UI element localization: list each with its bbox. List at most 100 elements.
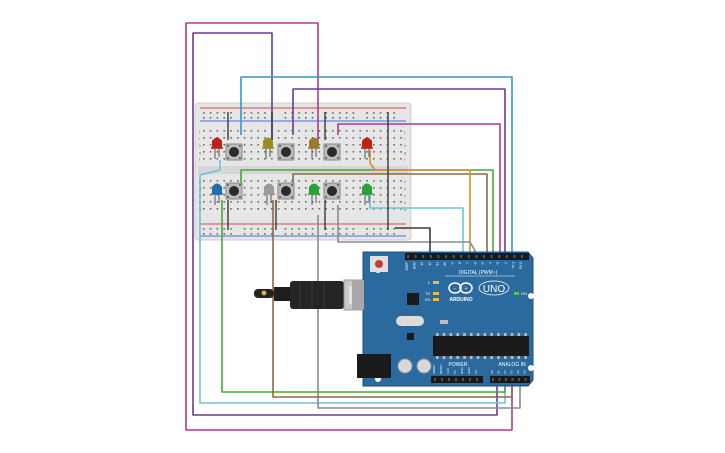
- digital-pin-label: 13: [420, 262, 424, 266]
- digital-pin-label: 8: [458, 262, 462, 264]
- mounting-hole: [528, 293, 534, 299]
- pushbuttons: [225, 143, 341, 200]
- led-l: [433, 281, 439, 284]
- digital-pin-label: ~10: [443, 262, 447, 268]
- pushbutton[interactable]: [277, 143, 295, 161]
- led[interactable]: [262, 137, 274, 160]
- pushbutton[interactable]: [225, 182, 243, 200]
- row-letter: d: [404, 186, 406, 191]
- atmega-chip: [433, 336, 529, 356]
- led[interactable]: [211, 137, 223, 160]
- arduino-logo: − +: [448, 282, 473, 294]
- digital-pin-label: GND: [413, 261, 417, 269]
- led-rx-label: RX: [425, 297, 431, 302]
- analog-pin-label: A3: [510, 370, 514, 374]
- capacitor: [397, 358, 413, 374]
- pushbutton[interactable]: [323, 182, 341, 200]
- row-letter: c: [404, 193, 406, 198]
- on-led: [514, 292, 519, 295]
- wire-magenta-top: [337, 123, 501, 256]
- wire-cyan-right: [369, 195, 464, 256]
- led[interactable]: [211, 183, 223, 206]
- led[interactable]: [361, 183, 373, 206]
- analog-header: [490, 376, 530, 383]
- digital-pin-label: RX 0: [519, 262, 523, 269]
- led-tx-label: TX: [425, 291, 430, 296]
- wire-gray-bottom: [317, 215, 521, 409]
- leds-top: [211, 137, 373, 160]
- wire-purple-left: [192, 32, 498, 416]
- led-l-label: L: [428, 280, 431, 285]
- model-label: UNO: [483, 284, 505, 295]
- digital-pin-label: 2: [504, 262, 508, 264]
- wire-green-top: [240, 169, 494, 256]
- pushbutton[interactable]: [225, 143, 243, 161]
- capacitor: [416, 358, 432, 374]
- wire-blue-top: [240, 76, 513, 256]
- power-pin-label: RESET: [439, 364, 443, 374]
- digital-pin-label: 12: [428, 262, 432, 266]
- leds-bottom: [211, 183, 373, 206]
- pushbutton[interactable]: [277, 182, 295, 200]
- power-pin-label: GND: [467, 367, 471, 375]
- analog-pin-label: A0: [490, 370, 494, 374]
- row-letter: h: [199, 143, 201, 148]
- led[interactable]: [308, 183, 320, 206]
- led-tx: [433, 292, 439, 295]
- power-pin-label: 3.3V: [446, 368, 450, 374]
- row-letter: b: [404, 200, 407, 205]
- row-letter: a: [404, 207, 407, 212]
- row-letter: j: [403, 129, 405, 134]
- wire-orange: [369, 150, 471, 256]
- analog-pin-label: A1: [497, 370, 501, 374]
- led[interactable]: [308, 137, 320, 160]
- row-letter: e: [404, 179, 407, 184]
- pushbutton[interactable]: [323, 143, 341, 161]
- row-letter: g: [199, 150, 201, 155]
- chip-pins: [436, 333, 527, 359]
- wire-magenta-outer: [185, 22, 513, 431]
- analog-header-label: ANALOG IN: [498, 362, 526, 368]
- power-header-label: POWER: [449, 362, 468, 368]
- power-jack: [357, 354, 391, 378]
- digital-pin-label: ~11: [435, 262, 439, 267]
- usb-port: [352, 280, 364, 310]
- digital-pin-label: AREF: [405, 262, 409, 271]
- digital-header: [405, 253, 529, 260]
- usb-chip: [407, 293, 419, 305]
- digital-header-label: DIGITAL (PWM~): [459, 270, 498, 276]
- wire-brown-bottom: [272, 200, 513, 398]
- row-letter: c: [199, 193, 201, 198]
- analog-pin-label: A2: [503, 370, 507, 374]
- led[interactable]: [263, 183, 275, 206]
- wire-cyan: [199, 160, 506, 404]
- svg-text:+: +: [465, 286, 468, 292]
- row-letter: i: [404, 136, 405, 141]
- mounting-hole: [528, 365, 534, 371]
- power-pin-label: Vin: [474, 369, 478, 374]
- wire-gnd: [395, 227, 431, 256]
- on-label: ON: [521, 291, 527, 296]
- led[interactable]: [361, 137, 373, 160]
- digital-pin-label: ~6: [473, 262, 477, 266]
- digital-pin-label: ~9: [451, 262, 455, 266]
- row-letter: i: [199, 136, 200, 141]
- digital-pin-label: ~3: [496, 262, 500, 266]
- row-letter: a: [199, 207, 202, 212]
- wire-brown-top: [292, 173, 488, 256]
- row-letter: e: [199, 179, 202, 184]
- digital-pin-label: 4: [489, 262, 493, 264]
- digital-pin-label: ~5: [481, 262, 485, 266]
- power-pin-label: IOREF: [432, 365, 436, 374]
- svg-text:−: −: [454, 286, 457, 292]
- row-letter: b: [199, 200, 202, 205]
- crystal: [396, 316, 424, 326]
- row-letter: h: [404, 143, 406, 148]
- row-letter: j: [198, 129, 200, 134]
- row-letter: f: [199, 157, 201, 162]
- analog-pin-label: A5: [523, 370, 527, 374]
